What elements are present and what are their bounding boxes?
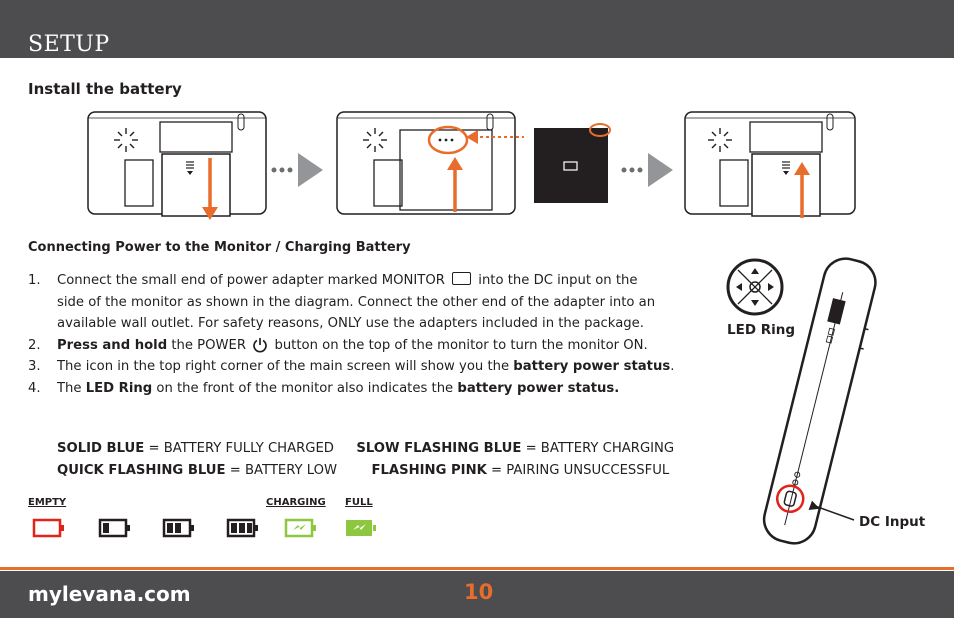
legend-value: = PAIRING UNSUCCESSFUL (486, 463, 670, 478)
led-ring-icon (726, 258, 784, 316)
monitor-back-step-3 (684, 111, 856, 218)
legend-key: SOLID BLUE (57, 441, 145, 456)
led-legend: SOLID BLUE = BATTERY FULLY CHARGED SLOW … (57, 438, 674, 482)
monitor-back-step-1 (87, 111, 267, 220)
step-4: 4. The LED Ring on the front of the moni… (28, 378, 718, 400)
battery-status-icons (32, 518, 376, 538)
legend-key: SLOW FLASHING BLUE (356, 441, 522, 456)
step-2: 2. Press and hold the POWER button on th… (28, 335, 718, 357)
battery-install-diagram (87, 111, 856, 220)
led-ring-label: LED Ring (727, 322, 796, 338)
step-bold: Press and hold (57, 337, 168, 353)
legend-key: FLASHING PINK (371, 463, 487, 478)
next-step-arrow (271, 153, 323, 187)
step-text: into the DC input on the side of the mon… (57, 273, 656, 331)
battery-label-full: FULL (345, 497, 373, 508)
step-text: the POWER (167, 337, 247, 353)
page-footer: mylevana.com 10 (0, 571, 954, 618)
power-section-title: Connecting Power to the Monitor / Chargi… (28, 240, 411, 255)
legend-row: QUICK FLASHING BLUE = BATTERY LOW FLASHI… (57, 460, 674, 482)
step-number: 3. (28, 359, 41, 374)
step-text: on the front of the monitor also indicat… (152, 380, 458, 396)
step-bold: LED Ring (85, 380, 153, 396)
legend-value: = BATTERY FULLY CHARGED (144, 441, 334, 456)
battery-full-bars-icon (226, 518, 258, 538)
battery-full-charge-icon (346, 520, 376, 536)
step-text: . (670, 359, 675, 374)
legend-value: = BATTERY LOW (225, 463, 338, 478)
battery-empty-icon (32, 518, 64, 538)
next-step-arrow (621, 153, 673, 187)
step-number: 4. (28, 380, 41, 396)
footer-website: mylevana.com (28, 582, 191, 606)
battery-label-charging: CHARGING (266, 497, 326, 508)
page-header: SETUP (0, 0, 954, 58)
step-text: button on the top of the monitor to turn… (274, 337, 648, 353)
monitor-side-view (762, 257, 877, 545)
step-text: The icon in the top right corner of the … (57, 359, 514, 374)
step-3: 3. The icon in the top right corner of t… (28, 356, 718, 378)
section-title: Install the battery (28, 80, 182, 98)
battery-two-bar-icon (162, 518, 194, 538)
step-number: 1. (28, 273, 41, 288)
page-title: SETUP (28, 32, 110, 57)
dc-input-label: DC Input (859, 514, 926, 530)
step-number: 2. (28, 337, 41, 353)
battery-pack (534, 123, 611, 203)
battery-one-bar-icon (98, 518, 130, 538)
step-1: 1. Connect the small end of power adapte… (28, 270, 718, 335)
step-text: Connect the small end of power adapter m… (57, 273, 445, 288)
monitor-icon (452, 272, 472, 285)
page-number: 10 (464, 580, 494, 604)
step-bold: battery power status (513, 359, 671, 374)
step-bold: battery power status. (457, 380, 620, 396)
legend-value: = BATTERY CHARGING (521, 441, 675, 456)
monitor-back-step-2 (336, 111, 524, 215)
battery-label-empty: EMPTY (28, 497, 67, 508)
legend-row: SOLID BLUE = BATTERY FULLY CHARGED SLOW … (57, 438, 674, 460)
step-text: The (57, 380, 86, 396)
power-icon (253, 337, 268, 353)
instruction-list: 1. Connect the small end of power adapte… (28, 270, 718, 399)
battery-charging-icon (284, 518, 316, 538)
legend-key: QUICK FLASHING BLUE (57, 463, 226, 478)
footer-divider (0, 567, 954, 570)
